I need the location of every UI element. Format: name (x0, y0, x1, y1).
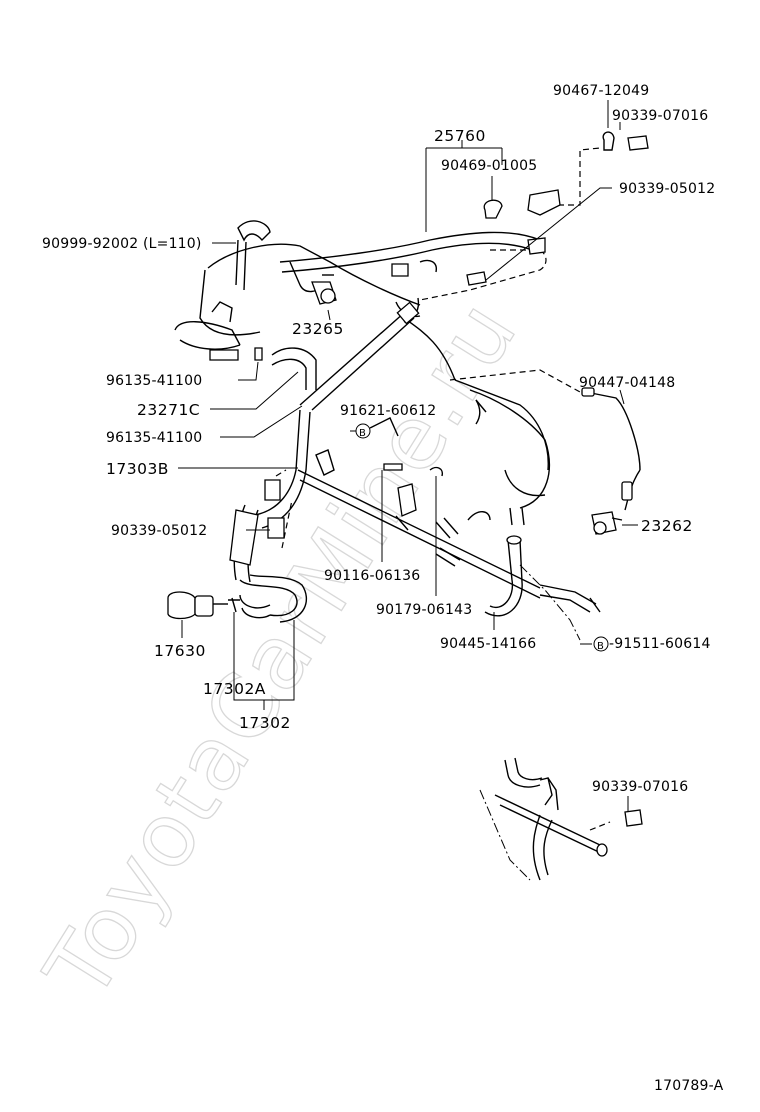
inset-detail (479, 757, 643, 881)
label-91621-60612: 91621-60612 (340, 403, 436, 419)
label-90179-06143: 90179-06143 (376, 602, 472, 618)
label-91511-60614: -91511-60614 (609, 636, 711, 652)
label-17630: 17630 (154, 642, 206, 660)
label-23271c: 23271C (137, 401, 200, 419)
label-96135-41100-b: 96135-41100 (106, 430, 202, 446)
engine-drawing: B B (167, 131, 649, 652)
label-90339-07016-bottom: 90339-07016 (592, 779, 688, 795)
label-90469-01005: 90469-01005 (441, 158, 537, 174)
label-25760: 25760 (434, 127, 486, 145)
label-17302a: 17302A (203, 680, 266, 698)
label-90447-04148: 90447-04148 (579, 375, 675, 391)
label-90339-05012-top: 90339-05012 (619, 181, 715, 197)
label-90339-05012-mid: 90339-05012 (111, 523, 207, 539)
label-90467-12049: 90467-12049 (553, 83, 649, 99)
label-17303b: 17303B (106, 460, 169, 478)
b-marker-1: B (359, 428, 366, 439)
part-labels: 25760 90467-12049 90339-07016 90469-0100… (42, 83, 724, 1094)
label-90116-06136: 90116-06136 (324, 568, 420, 584)
label-90339-07016-top: 90339-07016 (612, 108, 708, 124)
label-90999-92002: 90999-92002 (L=110) (42, 236, 202, 252)
leader-lines (178, 100, 638, 812)
label-23262: 23262 (641, 517, 693, 535)
label-90445-14166: 90445-14166 (440, 636, 536, 652)
b-marker-2: B (597, 641, 604, 652)
diagram-code: 170789-A (654, 1078, 724, 1094)
label-96135-41100-a: 96135-41100 (106, 373, 202, 389)
label-17302: 17302 (239, 714, 291, 732)
label-23265: 23265 (292, 320, 344, 338)
